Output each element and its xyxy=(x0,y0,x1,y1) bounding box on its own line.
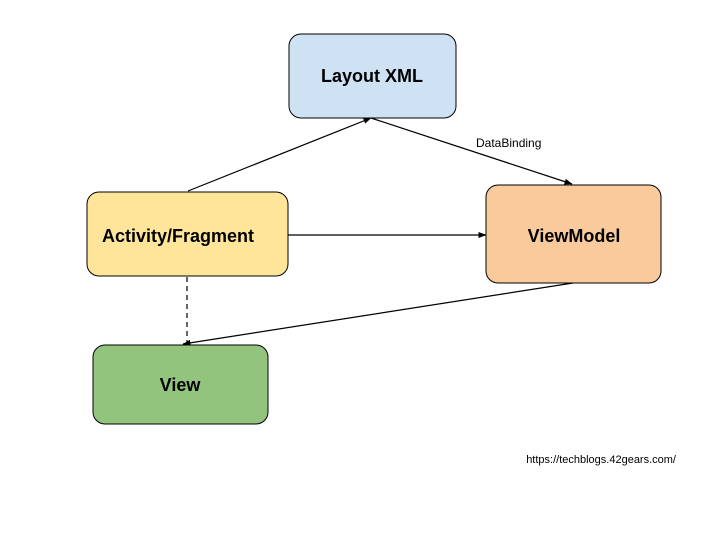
node-viewmodel-label: ViewModel xyxy=(528,226,621,246)
node-viewmodel: ViewModel xyxy=(485,184,662,284)
node-layout-xml: Layout XML xyxy=(288,33,457,119)
node-view-label: View xyxy=(160,375,202,395)
databinding-edge-label: DataBinding xyxy=(476,136,541,150)
node-activity-fragment: Activity/Fragment xyxy=(86,191,289,277)
node-layout-xml-box xyxy=(288,33,457,119)
node-layout-xml-label: Layout XML xyxy=(321,66,423,86)
source-url: https://techblogs.42gears.com/ xyxy=(526,454,677,466)
node-viewmodel-box xyxy=(485,184,662,284)
node-activity-fragment-box xyxy=(86,191,289,277)
edge-activity-to-layout-xml xyxy=(187,117,372,192)
node-activity-fragment-label: Activity/Fragment xyxy=(102,226,254,246)
edge-layout-xml-to-viewmodel xyxy=(370,117,573,185)
node-view-box xyxy=(92,344,269,425)
edge-viewmodel-to-view xyxy=(182,282,574,346)
node-view: View xyxy=(92,344,269,425)
